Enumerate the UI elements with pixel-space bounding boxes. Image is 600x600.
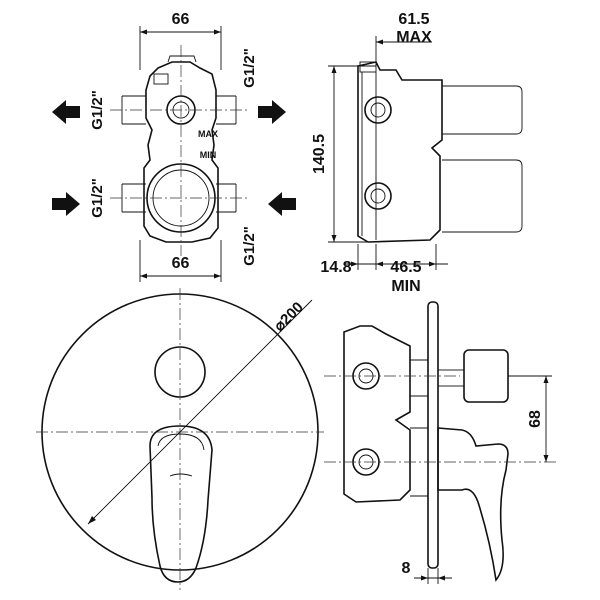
valve-body-front-view: 66 66 MAX MIN [52,11,296,282]
plate-front-view: ⌀200 [36,288,324,590]
dim-depth-max-value: 61.5 [398,11,429,28]
dim-68-label: 68 [527,410,544,428]
dim-depth-min-value: 46.5 [390,259,421,276]
thread-label-right-lower: G1/2" [241,226,258,266]
lever-handle-detail [169,473,193,477]
dim-bottom-width-label: 66 [172,255,190,272]
lever-handle-outline [149,425,213,583]
lever-handle-collar [157,433,205,451]
side-lower-pipe [442,159,523,233]
diameter-leader [87,299,313,525]
left-inlet-arrow-icon [52,192,80,216]
dim-arrow [421,575,428,581]
dim-arrow [214,29,221,35]
thread-label-right-upper: G1/2" [241,48,258,88]
dim-arrow [140,273,147,279]
assembly-side-view: 68 8 [324,301,556,584]
cover-plate-side [427,301,439,569]
diverter-knob [463,349,509,403]
dim-arrow [429,261,436,267]
thread-label-left-upper: G1/2" [89,90,106,130]
side-lower-port [364,182,392,210]
dim-depth-max-label: MAX [396,29,432,46]
dim-arrow [88,516,96,524]
right-inlet-arrow-icon [268,192,296,216]
lever-handle-side [437,427,509,582]
side-body-outline [357,61,443,243]
dim-arrow [214,273,221,279]
plate-diameter-label: ⌀200 [271,299,307,335]
diverter-stem [437,369,465,387]
thread-label-left-lower: G1/2" [89,178,106,218]
dim-top-width-label: 66 [172,11,190,28]
valve-body-outline [143,61,219,243]
side-lower-port-inner [370,188,386,204]
dim-arrow [351,261,358,267]
dim-arrow [438,575,445,581]
dim-arrow [331,66,337,73]
right-outlet-arrow-icon [258,100,286,124]
valve-body-top-cap [167,55,197,63]
dim-height-label: 140.5 [311,134,328,174]
dim-offset-label: 14.8 [320,259,351,276]
dim-8-label: 8 [402,560,411,577]
dim-arrow [331,235,337,242]
body-max-label: MAX [198,129,218,139]
dim-arrow [376,39,383,45]
valve-body-lug [153,73,169,85]
assembly-body-outline [343,325,411,503]
side-body-cap [359,61,377,73]
dim-arrow [543,376,549,383]
dim-depth-min-label: MIN [391,278,420,295]
side-upper-port [364,96,392,124]
side-upper-pipe [442,85,523,135]
side-upper-port-inner [370,102,386,118]
dim-arrow [376,261,383,267]
body-min-label: MIN [200,150,217,160]
left-outlet-arrow-icon [52,100,80,124]
dim-arrow [140,29,147,35]
valve-body-side-view: 61.5 MAX 140.5 14.8 46.5 MIN [311,11,523,295]
dim-arrow [543,455,549,462]
